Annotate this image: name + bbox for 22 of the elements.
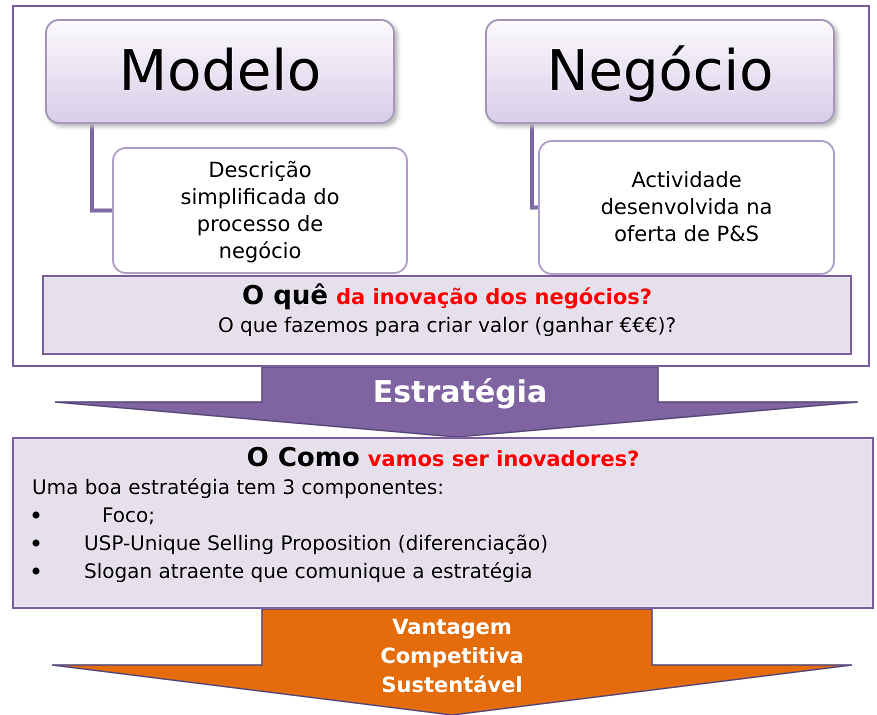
heading: O quê [242, 281, 328, 311]
description-box: Actividade desenvolvida na oferta de P&S [538, 140, 835, 275]
frame-panel [12, 5, 870, 367]
heading-highlight: vamos ser inovadores? [368, 447, 640, 471]
block-arrow [54, 366, 859, 438]
block-arrow [51, 608, 853, 715]
heading-highlight: da inovação dos negócios? [336, 285, 652, 309]
title-box: Negócio [485, 19, 835, 124]
subtitle-text: O que fazemos para criar valor (ganhar €€€)? [216, 312, 678, 339]
intro-text: Uma boa estratégia tem 3 componentes: [31, 474, 446, 501]
question-panel [42, 275, 852, 355]
heading: O Como [246, 443, 360, 473]
connector-line [530, 124, 538, 210]
list-item: USP-Unique Selling Proposition (diferenciação) [84, 530, 548, 557]
connector-line [90, 124, 112, 212]
title-box: Modelo [45, 19, 395, 124]
strategy-panel [12, 437, 874, 609]
list-item: Foco; [102, 502, 155, 529]
description-box: Descrição simplificada do processo de negócio [112, 147, 408, 274]
list-item: Slogan atraente que comunique a estratégia [84, 558, 533, 585]
arrow-label: Estratégia [372, 375, 548, 411]
arrow-label: Vantagem Competitiva Sustentável [379, 614, 525, 699]
